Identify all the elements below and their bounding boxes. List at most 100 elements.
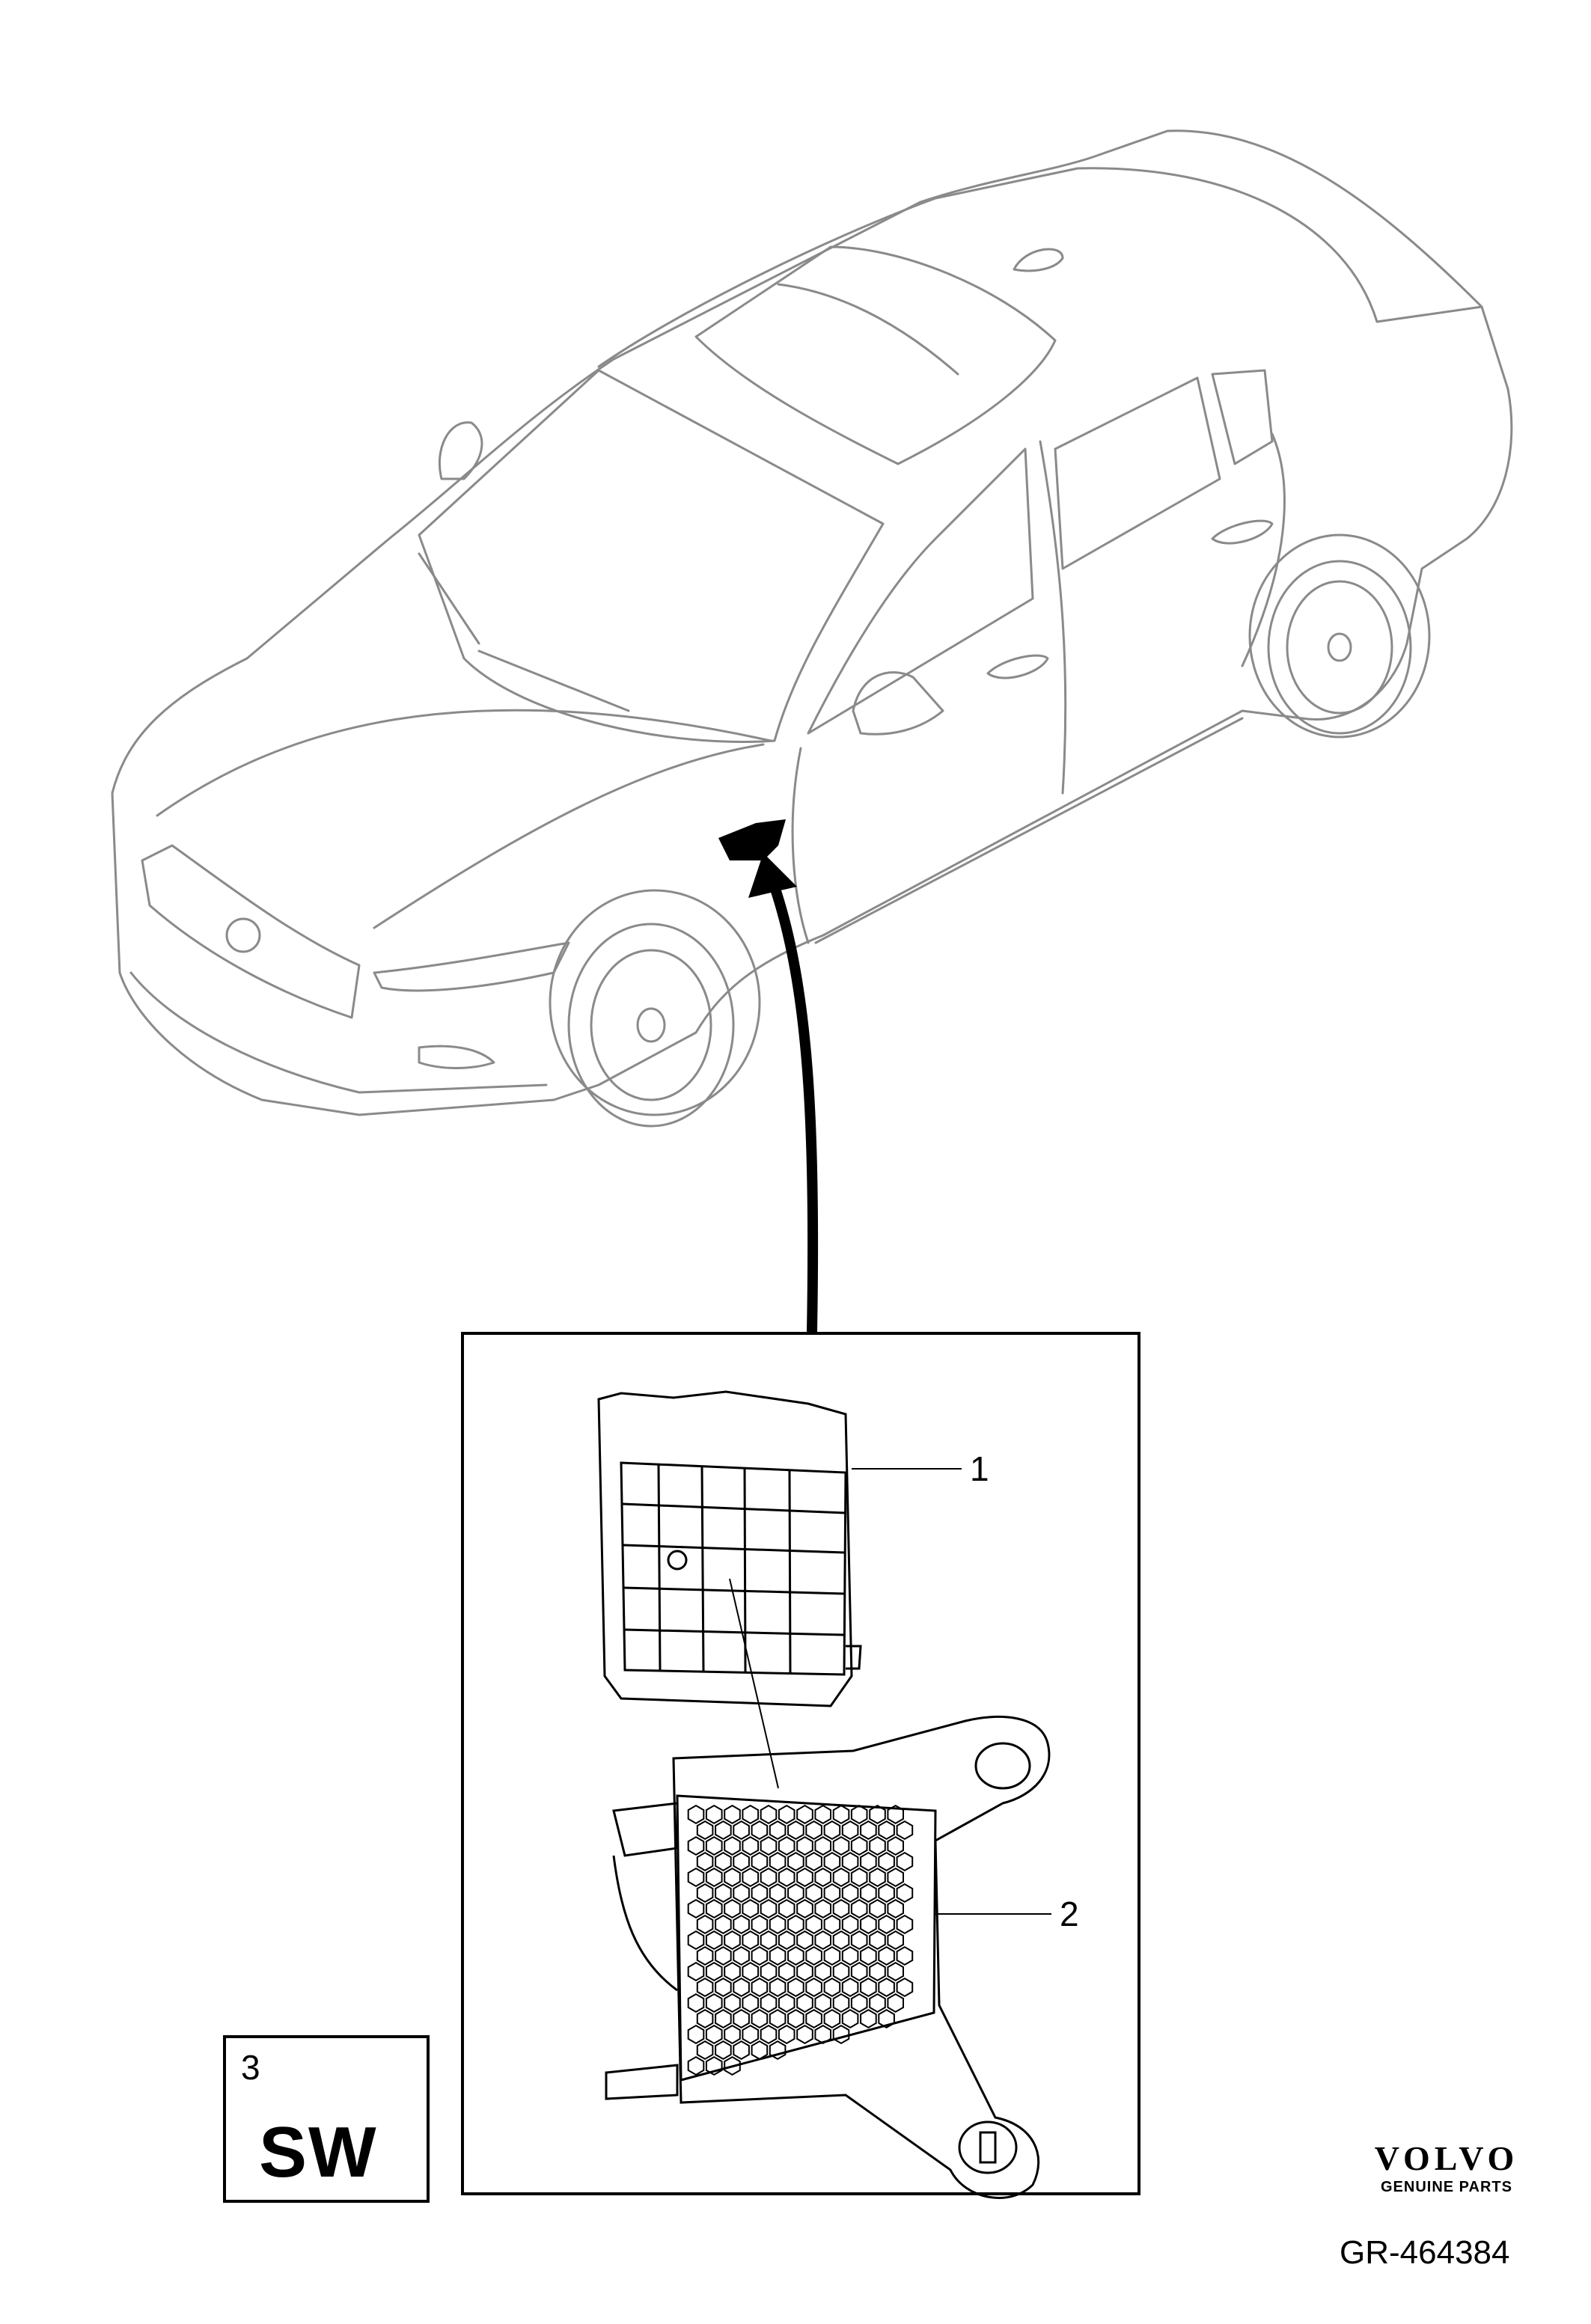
grille xyxy=(141,844,361,1019)
sunroof xyxy=(694,245,1057,465)
front-door-handle xyxy=(986,654,1049,679)
honeycomb-cell xyxy=(724,1898,741,1919)
honeycomb-cell xyxy=(832,1993,850,2013)
honeycomb-cell xyxy=(787,1851,804,1872)
honeycomb-cell xyxy=(878,2008,895,2029)
honeycomb-cell xyxy=(841,1945,859,1966)
honeycomb-cell xyxy=(896,1883,914,1903)
software-badge-number: 3 xyxy=(241,2048,260,2087)
honeycomb-cell xyxy=(705,1835,723,1856)
reference-number: GR-464384 xyxy=(1340,2234,1510,2271)
honeycomb-cell xyxy=(715,2040,732,2061)
honeycomb-cell xyxy=(751,1820,769,1841)
honeycomb-cell xyxy=(787,2008,804,2029)
honeycomb-cell xyxy=(814,1867,831,1888)
honeycomb-cell xyxy=(715,2008,732,2029)
honeycomb-cell xyxy=(887,1961,904,1982)
honeycomb-cell xyxy=(687,1804,705,1825)
honeycomb-cell xyxy=(869,1993,886,2013)
wiper-1 xyxy=(418,552,480,645)
honeycomb-cell xyxy=(687,1930,705,1951)
honeycomb-cell xyxy=(887,1898,904,1919)
honeycomb-cell xyxy=(796,1961,813,1982)
honeycomb-cell xyxy=(705,1961,723,1982)
quarter-window xyxy=(1211,369,1274,465)
honeycomb-cell xyxy=(887,1930,904,1951)
honeycomb-cell xyxy=(823,1914,841,1935)
volvo-logo: VOLVO GENUINE PARTS xyxy=(1353,2141,1540,2196)
front-door-window xyxy=(807,447,1034,735)
honeycomb-cell xyxy=(742,2024,760,2045)
honeycomb-cell xyxy=(705,2055,723,2076)
honeycomb-cell xyxy=(724,1804,741,1825)
honeycomb-cell xyxy=(832,1804,850,1825)
honeycomb-cell xyxy=(896,1977,914,1998)
honeycomb-cell xyxy=(805,1914,822,1935)
honeycomb-cell xyxy=(705,1930,723,1951)
honeycomb-cell xyxy=(823,2008,841,2029)
honeycomb-cell xyxy=(860,2008,877,2029)
honeycomb-cell xyxy=(687,2024,705,2045)
honeycomb-cell xyxy=(742,1835,760,1856)
front-tire xyxy=(567,923,735,1128)
honeycomb-cell xyxy=(705,1804,723,1825)
honeycomb-cell xyxy=(860,1851,877,1872)
honeycomb-cell xyxy=(850,1867,868,1888)
honeycomb-cell xyxy=(878,1820,895,1841)
honeycomb-cell xyxy=(805,1977,822,1998)
honeycomb-cell xyxy=(696,1977,714,1998)
honeycomb-cell xyxy=(878,1945,895,1966)
honeycomb-cell xyxy=(896,1945,914,1966)
honeycomb-cell xyxy=(724,1835,741,1856)
grille-emblem xyxy=(225,917,261,953)
sill-line xyxy=(814,717,1244,944)
honeycomb-cell xyxy=(687,2055,705,2076)
honeycomb-cell xyxy=(796,1930,813,1951)
honeycomb-cell xyxy=(733,2008,750,2029)
honeycomb-cell xyxy=(760,1961,778,1982)
honeycomb-cell xyxy=(751,2008,769,2029)
honeycomb-cell xyxy=(878,1977,895,1998)
honeycomb-cell xyxy=(841,1851,859,1872)
location-arrow xyxy=(748,853,819,1333)
honeycomb-cell xyxy=(869,1835,886,1856)
honeycomb-cell xyxy=(823,1851,841,1872)
fog-light xyxy=(418,1045,495,1069)
honeycomb-cell xyxy=(823,1883,841,1903)
b-pillar-line xyxy=(1039,440,1067,795)
honeycomb-cell xyxy=(751,1851,769,1872)
honeycomb-cell xyxy=(841,2008,859,2029)
honeycomb-cell xyxy=(778,2024,796,2045)
honeycomb-cell xyxy=(715,1851,732,1872)
honeycomb-cell xyxy=(787,1883,804,1903)
honeycomb-cell xyxy=(860,1914,877,1935)
honeycomb-cell xyxy=(850,1898,868,1919)
honeycomb-cell xyxy=(796,1835,813,1856)
genuine-parts-tagline: GENUINE PARTS xyxy=(1381,2179,1512,2195)
front-bumper xyxy=(129,971,548,1094)
honeycomb-cell xyxy=(869,1898,886,1919)
part-2-bracket xyxy=(605,1715,1051,2199)
honeycomb-cell xyxy=(832,1898,850,1919)
honeycomb-cell xyxy=(832,1961,850,1982)
honeycomb-cell xyxy=(814,1898,831,1919)
honeycomb-cell xyxy=(878,1851,895,1872)
front-hub xyxy=(636,1007,666,1043)
part-location-marker xyxy=(718,819,786,860)
honeycomb-cell xyxy=(841,1820,859,1841)
honeycomb-cell xyxy=(860,1945,877,1966)
honeycomb-cell xyxy=(787,1977,804,1998)
honeycomb-cell xyxy=(850,1804,868,1825)
honeycomb-cell xyxy=(760,1898,778,1919)
honeycomb-cell xyxy=(687,1961,705,1982)
honeycomb-cell xyxy=(769,1914,787,1935)
honeycomb-cell xyxy=(742,1993,760,2013)
honeycomb-cell xyxy=(705,1993,723,2013)
honeycomb-cell xyxy=(687,1867,705,1888)
honeycomb-cell xyxy=(760,2024,778,2045)
honeycomb-cell xyxy=(751,1977,769,1998)
honeycomb-cell xyxy=(724,2055,741,2076)
honeycomb-cell xyxy=(687,1898,705,1919)
rear-tire xyxy=(1267,560,1412,735)
